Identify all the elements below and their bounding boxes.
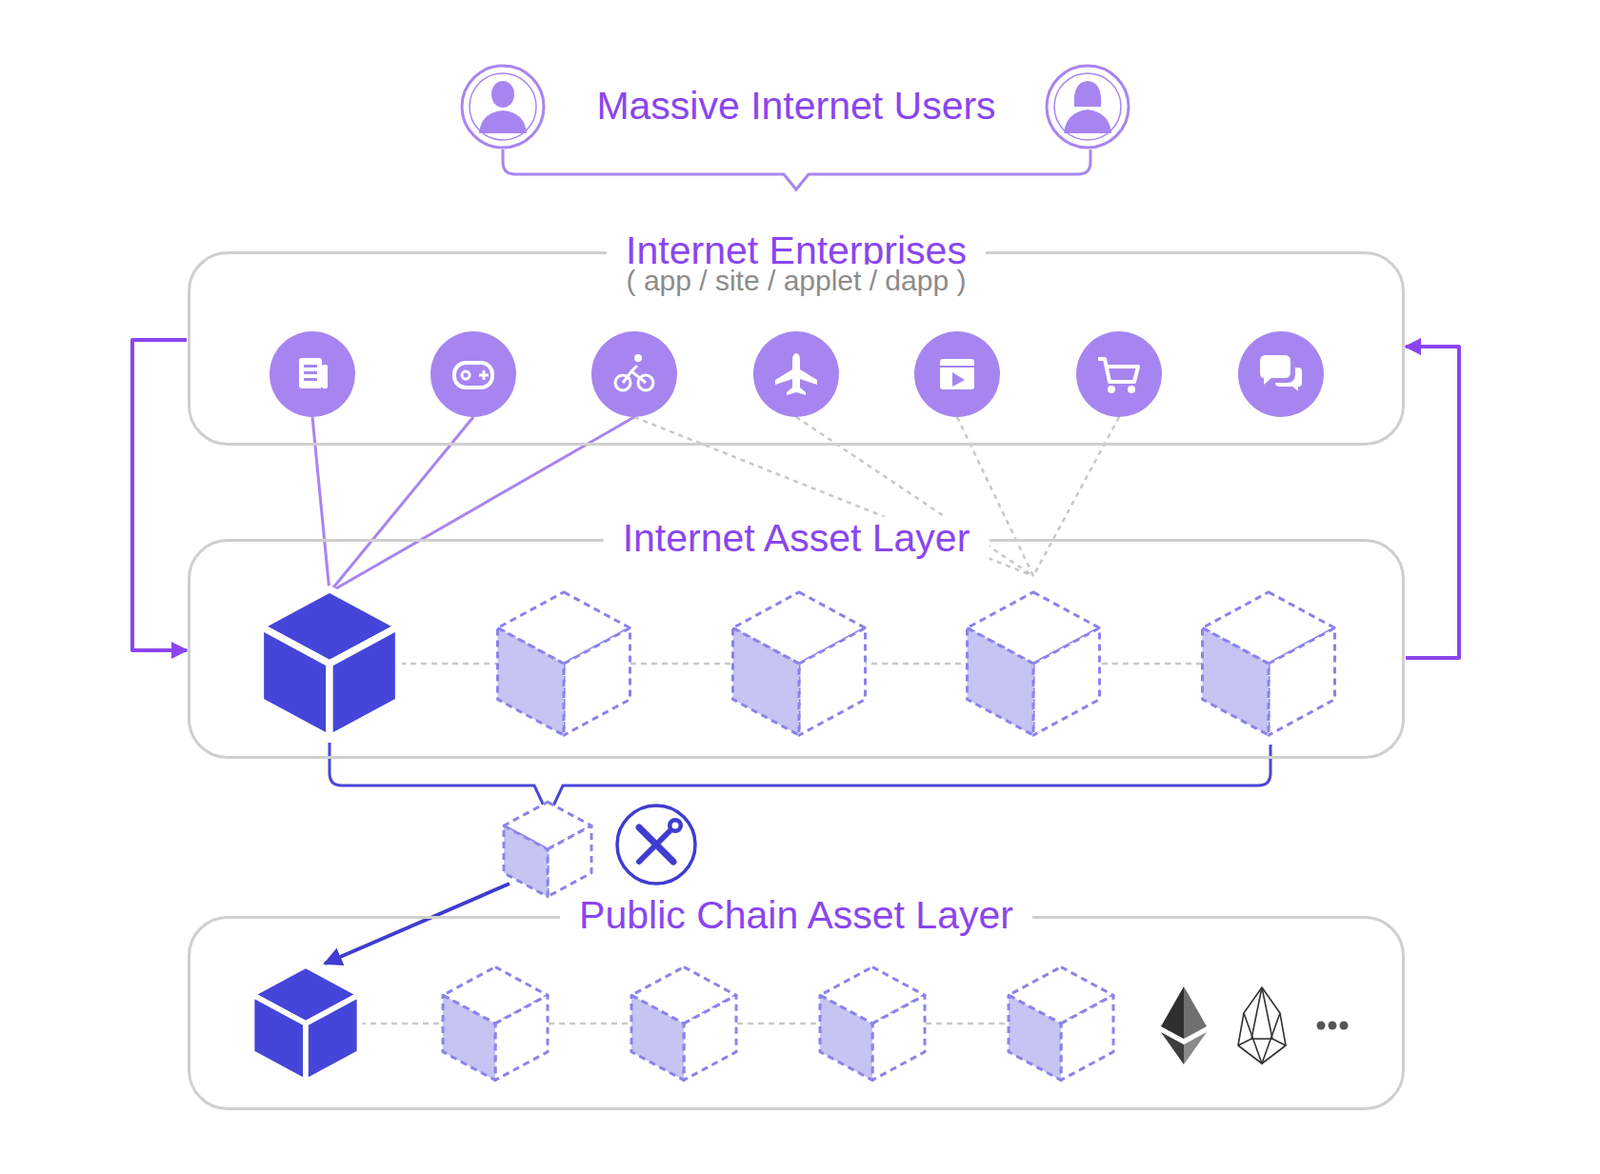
users-bracket xyxy=(502,149,1091,190)
flow-arrow xyxy=(132,340,187,651)
audience-label: Massive Internet Users xyxy=(592,83,1000,129)
app-icon xyxy=(430,331,517,418)
eos-logo xyxy=(1238,987,1286,1064)
solid-cube xyxy=(260,589,400,740)
flow-arrow xyxy=(324,883,510,964)
layer-band: Internet Enterprises( app / site / apple… xyxy=(187,251,1405,446)
dashed-cube xyxy=(503,801,592,897)
dashed-cube xyxy=(442,967,548,1081)
layer-title: Internet Asset Layer xyxy=(603,516,990,561)
user-icon xyxy=(1046,65,1129,148)
app-icon xyxy=(269,331,356,418)
app-icon xyxy=(591,331,678,418)
ethereum-logo xyxy=(1160,986,1207,1065)
app-icon xyxy=(1238,331,1324,418)
solid-cube xyxy=(252,965,360,1082)
app-icon xyxy=(1076,331,1162,418)
flow-arrow xyxy=(1405,346,1460,659)
dashed-cube xyxy=(967,592,1100,736)
dashed-cube xyxy=(1008,967,1114,1081)
dashed-cube xyxy=(498,592,631,736)
tool-badge xyxy=(617,805,696,884)
layer-band: Internet Asset Layer xyxy=(187,539,1405,760)
app-icon xyxy=(753,331,840,418)
user-icon xyxy=(461,65,544,148)
dashed-cube xyxy=(1202,592,1336,736)
dashed-cube xyxy=(631,967,737,1081)
layer-band: Public Chain Asset Layer xyxy=(187,916,1405,1111)
dashed-cube xyxy=(820,967,925,1081)
app-icon xyxy=(914,331,1000,418)
layer-title: Public Chain Asset Layer xyxy=(560,893,1033,939)
layer-subtitle: ( app / site / applet / dapp ) xyxy=(620,264,973,299)
dashed-cube xyxy=(733,592,866,736)
asset-bracket xyxy=(329,742,1271,817)
more-dots xyxy=(1317,1021,1349,1031)
